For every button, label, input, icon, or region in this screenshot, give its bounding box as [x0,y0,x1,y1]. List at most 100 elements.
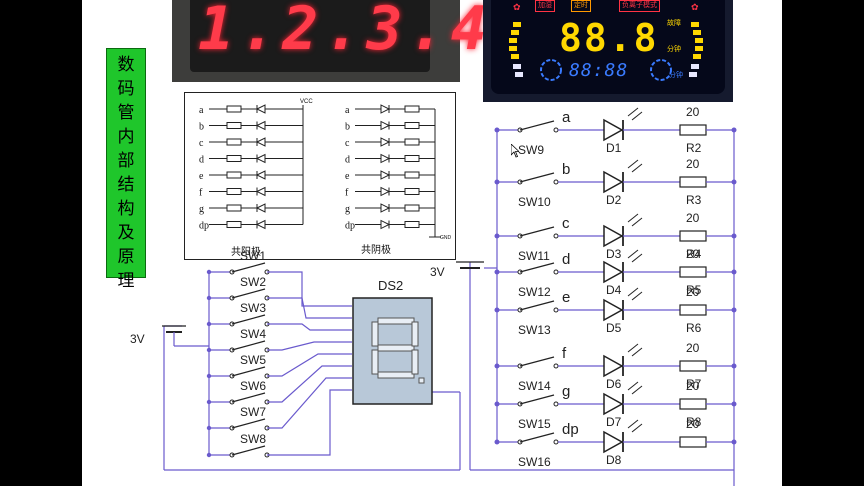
left-switch-to-display-wire [267,341,352,351]
junction-dot [206,399,212,405]
left-switch-to-display-wire [267,353,352,377]
vcc-label: VCC [300,99,313,105]
resistor-value-label: 20 [686,105,700,119]
diag-right-resistor [404,155,420,162]
mouse-cursor-icon [511,144,519,158]
lcd-panel: 加湿 定时 负离子模式 88.8 88:88 故障 分钟 分钟 [491,0,725,94]
segment-name-label: g [562,383,570,400]
junction-dot [206,452,212,458]
diag-right-diode [380,203,391,213]
right-switch-label: SW12 [518,285,551,299]
segment-name-label: a [562,109,571,126]
display-segment-v [411,321,419,347]
diag-right-seg-label: a [345,105,350,116]
led-light-arrow [631,347,643,357]
diag-right-seg-label: f [345,188,349,199]
vertical-title-char: 码 [117,79,135,99]
svg-text:✿: ✿ [513,3,521,13]
diag-right-seg-label: b [345,122,350,133]
junction-dot [731,233,737,239]
vertical-title-char: 理 [117,271,135,291]
junction-dot [206,425,212,431]
junction-dot [206,321,212,327]
led-diode-symbol [603,224,624,248]
left-switch-to-display-wire [267,377,352,429]
led-diode-symbol [603,118,624,142]
diag-right-diode [380,186,391,197]
switch-lever [519,226,555,237]
segment-name-label: f [562,345,567,362]
junction-dot [206,347,212,353]
led-diode-symbol [603,354,624,378]
switch-terminal [553,401,559,407]
lcd-badge-2: 定时 [571,0,591,12]
common-cathode-caption: 共阴极 [361,245,391,256]
resistor-name-label: R4 [686,247,702,261]
segment-name-label: e [562,289,570,306]
diag-right-resistor [404,204,420,212]
led-diode-label: D1 [606,141,622,155]
diag-left-resistor [226,171,242,179]
led-display-photo: 1.2.3.4. [172,0,529,82]
display-segment-h [377,371,415,379]
diag-left-seg-label: dp [199,221,209,232]
junction-dot [731,127,737,133]
diag-right-resistor [404,122,420,129]
lcd-unit-bot: 分钟 [669,72,683,79]
diag-right-resistor [404,188,420,195]
led-diode-label: D6 [606,377,622,391]
right-switch-label: SW14 [518,379,551,393]
left-switch-label: SW7 [240,405,266,419]
left-switch-label: SW2 [240,275,266,289]
left-switch-to-display-wire [267,365,352,403]
switch-terminal [553,179,559,185]
led-diode-label: D7 [606,415,622,429]
junction-dot [206,269,212,275]
diag-left-diode [255,137,266,147]
diag-left-resistor [226,105,242,113]
vertical-title-box: 数码管内部结构及原理 [106,48,146,291]
junction-dot [731,439,737,445]
resistor-symbol [679,266,707,278]
diag-right-diode [380,219,391,230]
led-light-arrow [631,253,643,263]
switch-lever [231,392,266,403]
diag-right-diode [380,120,391,131]
resistor-symbol [679,360,707,372]
led-diode-symbol [603,430,624,454]
switch-terminal [553,233,559,239]
slide-canvas: 1.2.3.4. 加湿 定时 负离子模式 88.8 88:88 故障 分钟 分钟 [82,0,782,486]
junction-dot [206,373,212,379]
resistor-value-label: 20 [686,417,700,431]
led-light-arrow [627,287,639,297]
switch-lever [231,288,266,299]
led-diode-label: D5 [606,321,622,335]
diag-left-seg-label: c [199,138,204,149]
diag-left-seg-label: d [199,155,204,166]
diag-left-seg-label: a [199,105,204,116]
led-diode-label: D4 [606,283,622,297]
diag-right-seg-label: c [345,138,350,149]
resistor-value-label: 20 [686,379,700,393]
diag-left-resistor [226,155,242,162]
diag-left-diode [255,203,266,213]
left-battery-label: 3V [130,332,145,346]
switch-lever [519,172,555,183]
led-light-arrow [631,217,643,227]
segment-name-label: d [562,251,570,268]
led-light-arrow [627,107,639,117]
diag-left-diode [255,153,266,164]
led-diode-label: D3 [606,247,622,261]
gnd-label: GND [440,235,452,241]
vertical-title-char: 管 [117,103,135,123]
switch-terminal [553,307,559,313]
vertical-title-char: 部 [117,151,135,171]
display-segment-v [371,321,379,347]
junction-dot [731,307,737,313]
diag-right-seg-label: e [345,171,350,182]
diag-right-seg-label: d [345,155,350,166]
lcd-badge-3: 负离子模式 [619,0,660,12]
switch-lever [231,340,266,351]
segment-name-label: dp [562,421,579,438]
diag-right-diode [380,153,391,164]
